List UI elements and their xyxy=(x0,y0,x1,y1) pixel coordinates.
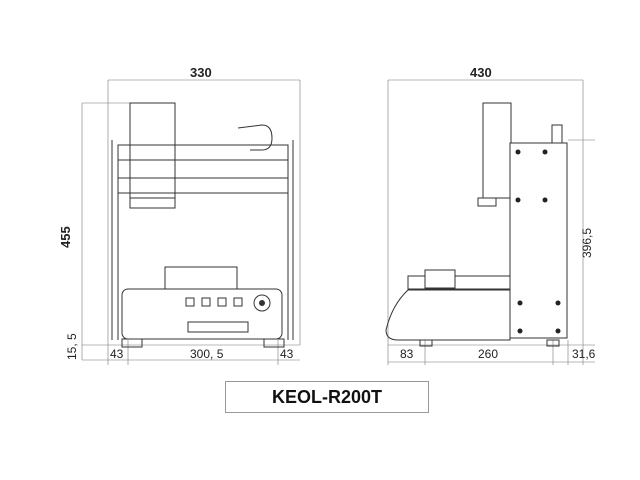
model-name: KEOL-R200T xyxy=(271,386,383,407)
foot-height-label: 15, 5 xyxy=(65,333,79,360)
side-view xyxy=(385,79,595,365)
front-view xyxy=(81,79,301,365)
side-rear-offset-label: 31,6 xyxy=(572,347,596,361)
front-width-label: 330 xyxy=(190,65,212,80)
front-right-offset-label: 43 xyxy=(280,347,294,361)
side-front-offset-label: 83 xyxy=(400,347,414,361)
front-height-label: 455 xyxy=(58,226,73,248)
side-height-label: 396,5 xyxy=(580,228,594,258)
side-span-label: 260 xyxy=(478,347,498,361)
model-name-box: KEOL-R200T xyxy=(225,381,429,413)
front-left-offset-label: 43 xyxy=(110,347,124,361)
front-span-label: 300, 5 xyxy=(190,347,224,361)
side-width-label: 430 xyxy=(470,65,492,80)
